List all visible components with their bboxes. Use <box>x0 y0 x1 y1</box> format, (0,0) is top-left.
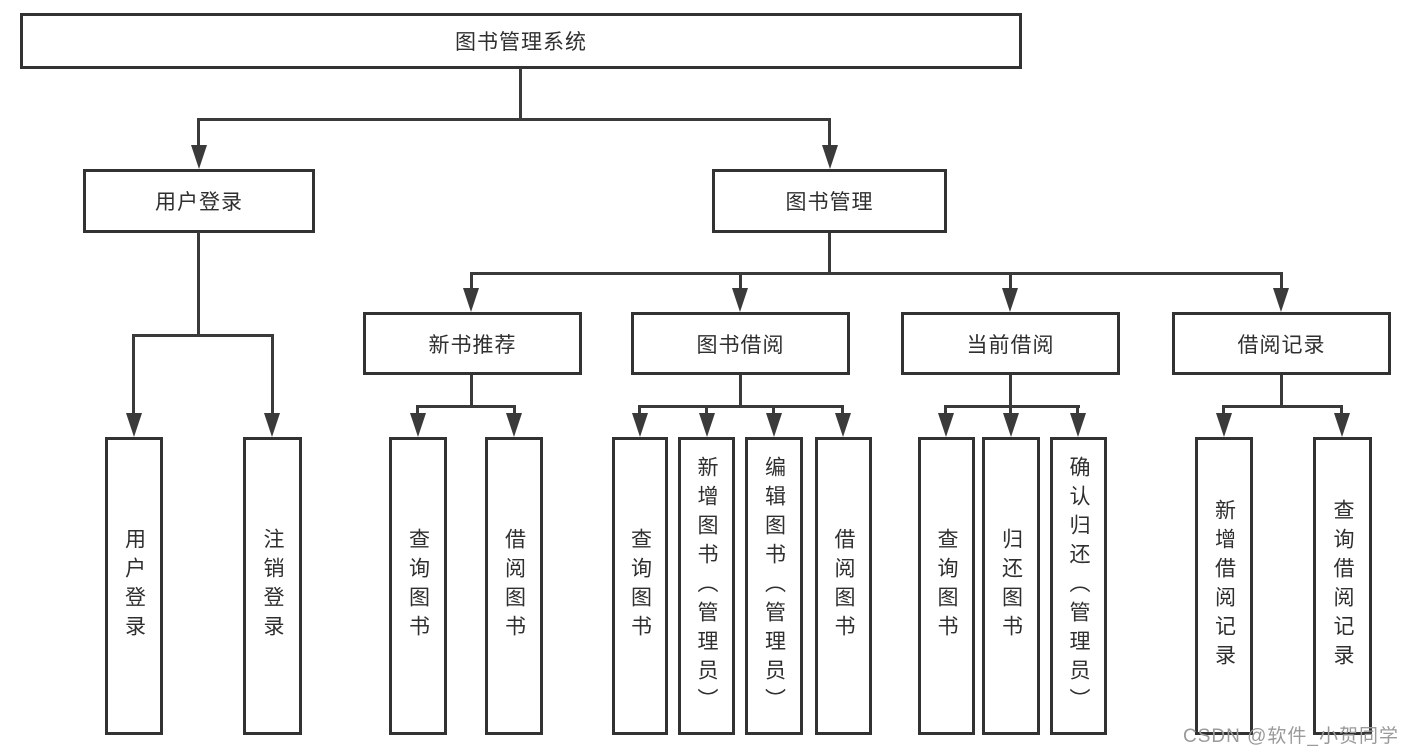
node-cb-return-books: 归还图书 <box>982 437 1040 735</box>
arrow-down-icon <box>732 288 748 312</box>
node-bb-borrow-books: 借阅图书 <box>815 437 872 735</box>
node-book-management: 图书管理 <box>712 169 947 233</box>
arrow-down-icon <box>410 413 426 437</box>
connector-drop-leaf <box>944 405 947 417</box>
node-new-book-recommend: 新书推荐 <box>363 312 582 375</box>
connector-borrowing-records-trunk <box>1280 375 1283 408</box>
connector-drop-leaf <box>705 405 708 417</box>
connector-split-book-borrowing <box>638 405 844 408</box>
node-br-add-record: 新增借阅记录 <box>1195 437 1253 735</box>
node-label: 确认归还（管理员） <box>1067 455 1090 717</box>
connector-drop-leaf <box>416 405 419 417</box>
arrow-down-icon <box>126 413 142 437</box>
node-label: 当前借阅 <box>966 333 1055 357</box>
node-br-query-record: 查询借阅记录 <box>1313 437 1372 735</box>
connector-book-borrowing-trunk <box>739 375 742 408</box>
connector-drop-current-borrowing <box>1009 272 1012 290</box>
connector-drop-leaf <box>1340 405 1343 417</box>
connector-user-login-split <box>132 334 274 337</box>
connector-drop-borrowing-records <box>1280 272 1283 290</box>
connector-drop-leaf <box>513 405 516 417</box>
node-label: 注销登录 <box>261 528 284 644</box>
connector-drop-leaf <box>638 405 641 417</box>
arrow-down-icon <box>766 413 782 437</box>
connector-drop-leaf <box>841 405 844 417</box>
connector-drop-leaf <box>1076 405 1079 417</box>
connector-current-borrowing-trunk <box>1009 375 1012 408</box>
arrow-down-icon <box>191 145 207 169</box>
connector-split-borrowing-records <box>1222 405 1343 408</box>
connector-drop-new-book <box>470 272 473 290</box>
node-bb-edit-books-admin: 编辑图书（管理员） <box>745 437 803 735</box>
arrow-down-icon <box>822 145 838 169</box>
connector-drop-login-leaf <box>132 334 135 413</box>
connector-drop-leaf <box>1009 405 1012 417</box>
node-label: 用户登录 <box>155 191 243 214</box>
node-label: 图书管理系统 <box>455 31 587 54</box>
arrow-down-icon <box>1334 413 1350 437</box>
arrow-down-icon <box>835 413 851 437</box>
connector-level3-distributor <box>470 272 1282 275</box>
node-label: 新增借阅记录 <box>1212 499 1236 673</box>
connector-book-management-trunk <box>828 233 831 274</box>
node-label: 新增图书（管理员） <box>695 455 718 717</box>
node-label: 图书管理 <box>785 191 874 214</box>
node-bb-query-books: 查询图书 <box>612 437 668 735</box>
connector-level1-distributor <box>197 118 831 121</box>
node-bb-add-books-admin: 新增图书（管理员） <box>678 437 735 735</box>
connector-root-trunk <box>519 68 522 120</box>
arrow-down-icon <box>463 288 479 312</box>
node-label: 借阅图书 <box>502 528 526 644</box>
node-user-login-leaf: 用户登录 <box>105 437 163 735</box>
arrow-down-icon <box>938 413 954 437</box>
arrow-down-icon <box>1070 413 1086 437</box>
connector-drop-logout-leaf <box>271 334 274 413</box>
arrow-down-icon <box>699 413 715 437</box>
connector-drop-leaf <box>772 405 775 417</box>
node-cb-confirm-return-admin: 确认归还（管理员） <box>1050 437 1107 735</box>
connector-drop-leaf <box>1222 405 1225 417</box>
connector-drop-book-management <box>828 118 831 148</box>
node-label: 用户登录 <box>122 528 146 644</box>
node-logout-leaf: 注销登录 <box>243 437 302 735</box>
node-label: 编辑图书（管理员） <box>762 455 786 717</box>
node-label: 查询图书 <box>935 528 958 644</box>
node-label: 借阅图书 <box>832 528 855 644</box>
arrow-down-icon <box>1216 413 1232 437</box>
node-label: 查询图书 <box>406 528 430 644</box>
connector-new-book-trunk <box>470 375 473 408</box>
node-current-borrowing: 当前借阅 <box>901 312 1120 375</box>
csdn-watermark: CSDN @软件_小贺同学 <box>1183 726 1399 747</box>
arrow-down-icon <box>264 413 280 437</box>
node-user-login: 用户登录 <box>83 169 315 233</box>
arrow-down-icon <box>1002 288 1018 312</box>
arrow-down-icon <box>1003 413 1019 437</box>
node-cb-query-books: 查询图书 <box>918 437 975 735</box>
node-label: 查询借阅记录 <box>1331 499 1354 673</box>
connector-split-new-book <box>416 405 516 408</box>
node-label: 图书借阅 <box>696 333 785 357</box>
node-label: 新书推荐 <box>428 333 517 357</box>
node-book-borrowing: 图书借阅 <box>631 312 850 375</box>
node-label: 查询图书 <box>628 528 652 644</box>
node-label: 借阅记录 <box>1237 333 1326 357</box>
connector-split-current-borrowing <box>944 405 1080 408</box>
arrow-down-icon <box>506 413 522 437</box>
connector-drop-book-borrowing <box>739 272 742 290</box>
node-borrowing-records: 借阅记录 <box>1172 312 1391 375</box>
connector-drop-user-login <box>197 118 200 148</box>
node-nb-borrow-books: 借阅图书 <box>485 437 543 735</box>
arrow-down-icon <box>632 413 648 437</box>
node-library-system: 图书管理系统 <box>20 13 1022 69</box>
connector-user-login-trunk <box>197 232 200 337</box>
arrow-down-icon <box>1273 288 1289 312</box>
node-nb-query-books: 查询图书 <box>389 437 447 735</box>
node-label: 归还图书 <box>999 528 1023 644</box>
